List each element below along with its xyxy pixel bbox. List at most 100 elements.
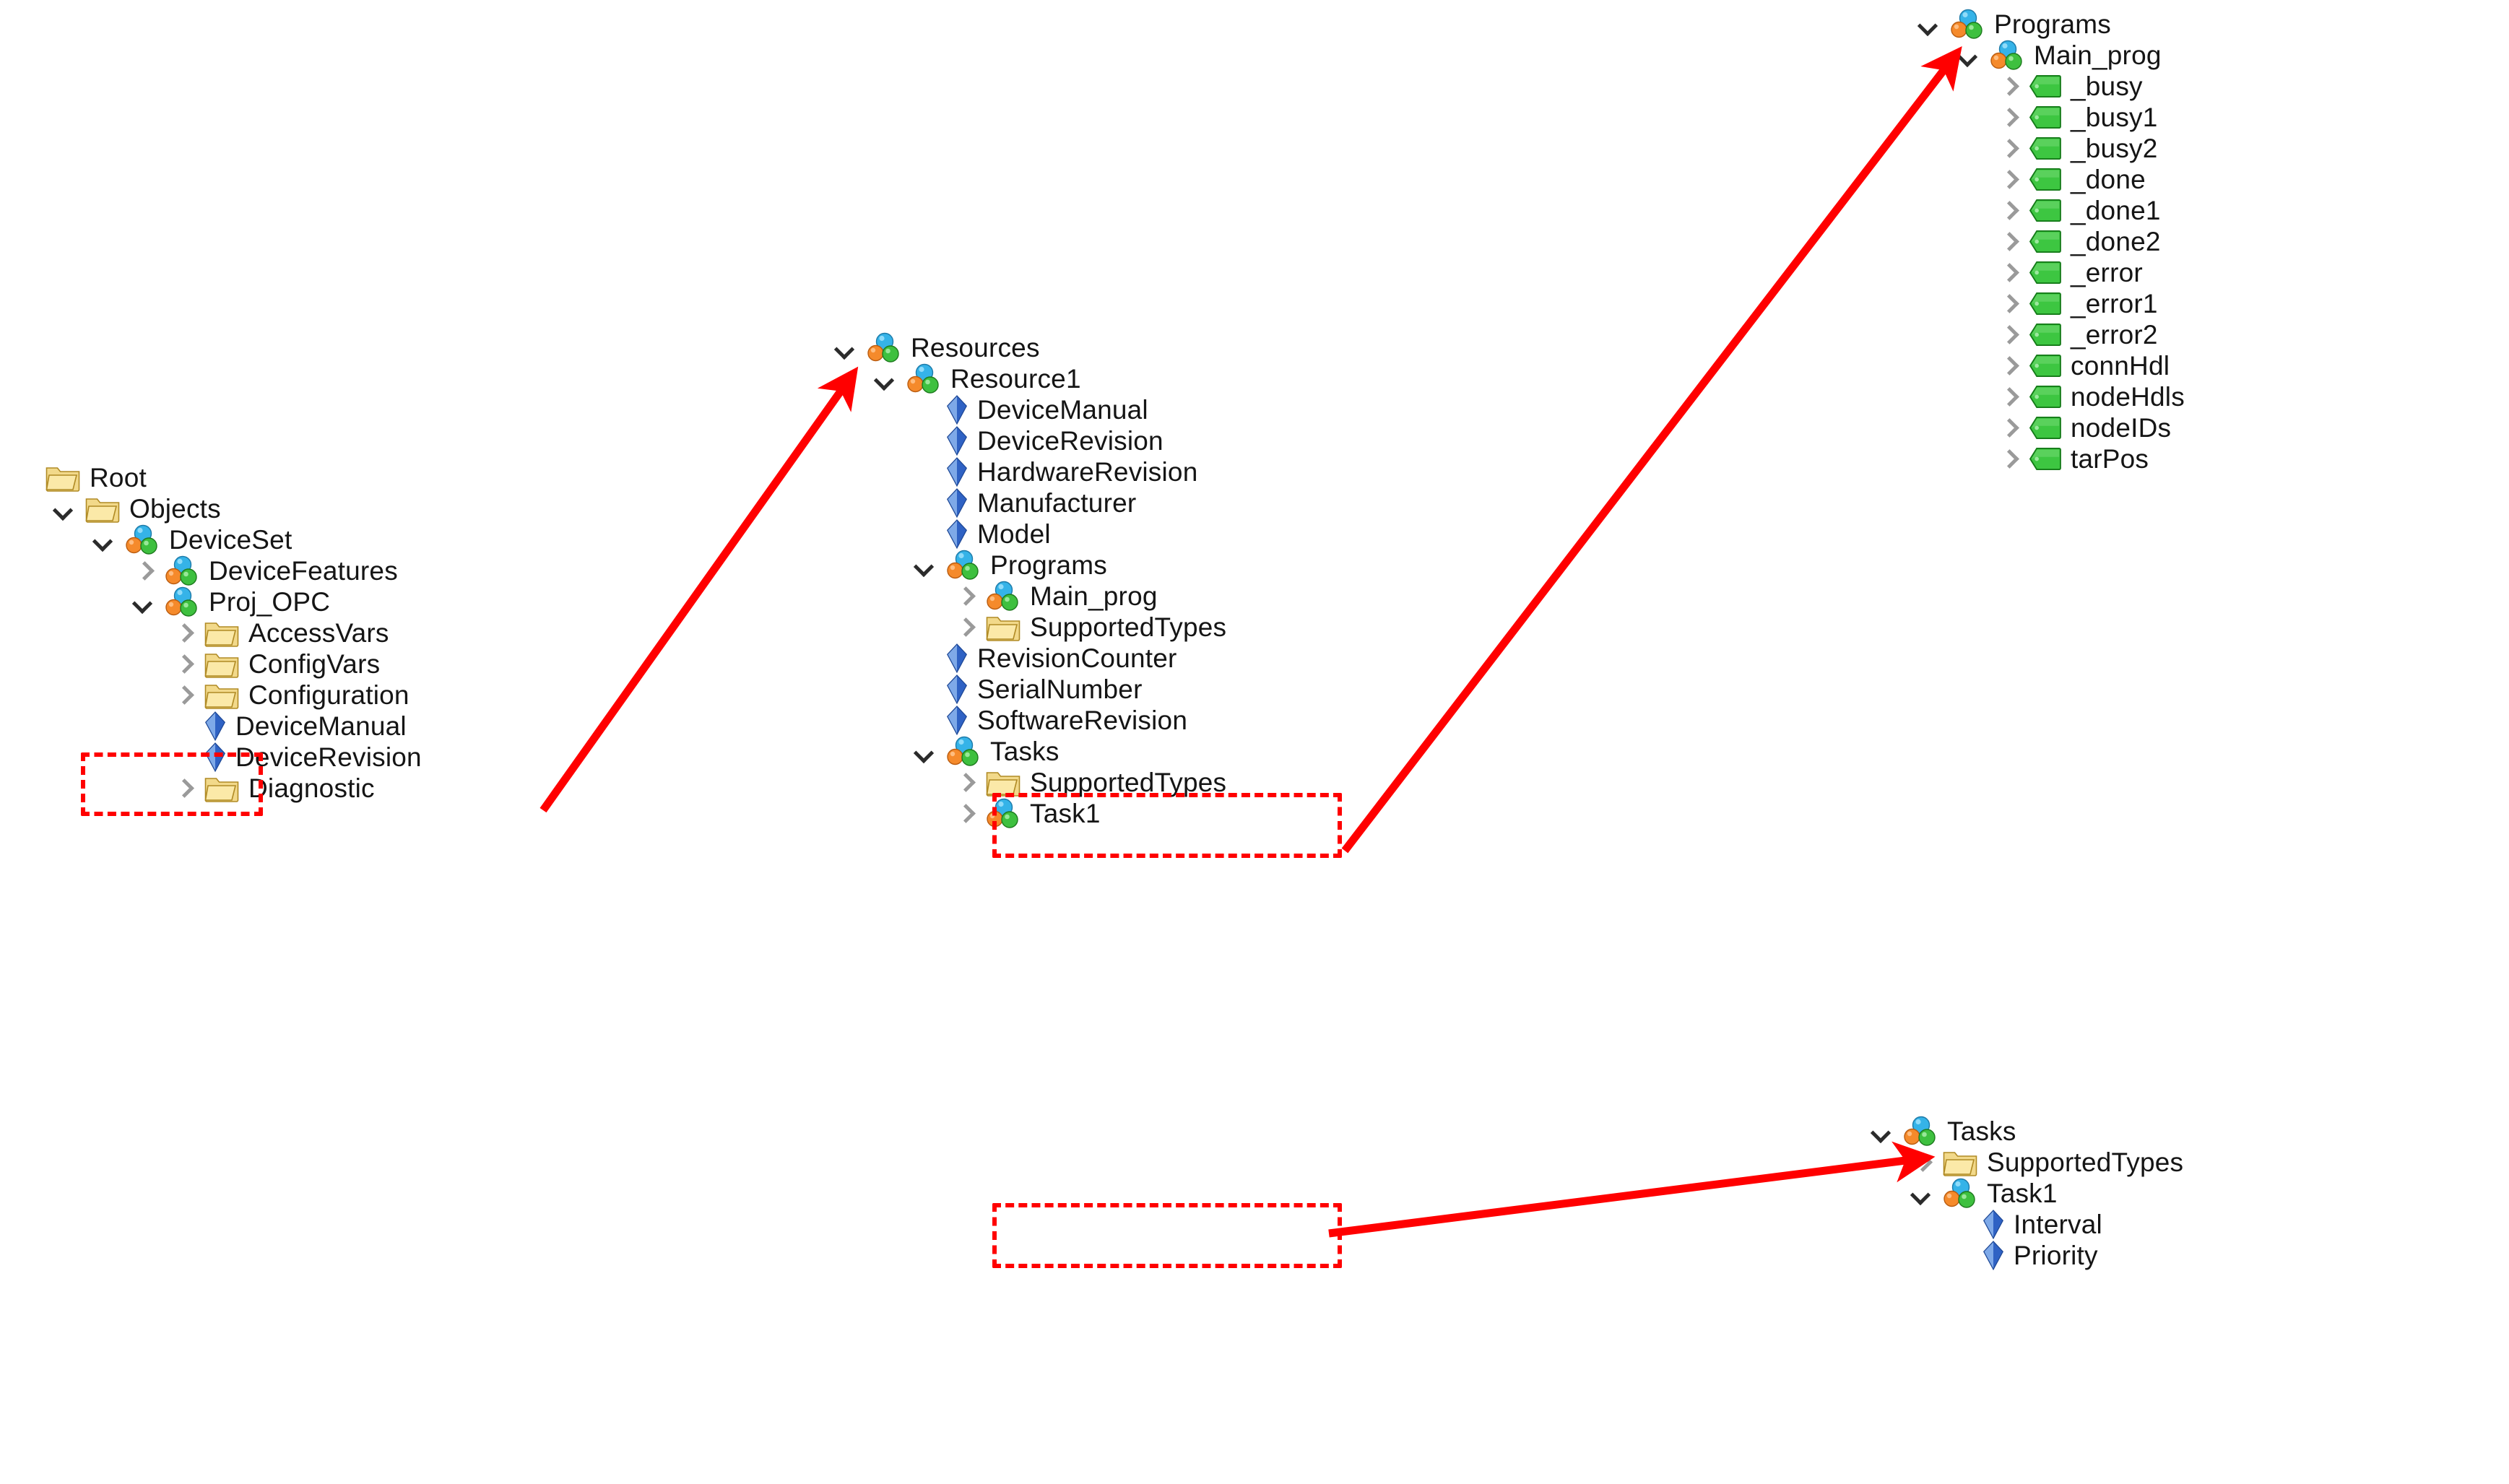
tree-row[interactable]: ConfigVars bbox=[13, 648, 422, 680]
tree-row[interactable]: Programs bbox=[834, 550, 1226, 581]
tree-row[interactable]: nodeHdls bbox=[1918, 381, 2185, 412]
chevron-placeholder bbox=[914, 708, 938, 733]
tree-row-label: DeviceManual bbox=[235, 711, 407, 741]
chevron-down-icon[interactable] bbox=[1910, 1181, 1935, 1206]
chevron-right-icon[interactable] bbox=[1997, 230, 2022, 254]
tree-row[interactable]: Manufacturer bbox=[834, 487, 1226, 518]
chevron-right-icon[interactable] bbox=[132, 559, 157, 583]
tree-row[interactable]: DeviceSet bbox=[13, 524, 422, 555]
tree-row[interactable]: Resources bbox=[834, 332, 1226, 363]
variable-icon bbox=[204, 742, 226, 772]
tree-row[interactable]: Main_prog bbox=[834, 581, 1226, 612]
tree-row[interactable]: AccessVars bbox=[13, 617, 422, 648]
tag-icon bbox=[2029, 448, 2061, 470]
chevron-down-icon[interactable] bbox=[53, 497, 77, 521]
chevron-placeholder bbox=[914, 491, 938, 516]
tree-row[interactable]: SupportedTypes bbox=[1871, 1147, 2183, 1178]
tree-row[interactable]: tarPos bbox=[1918, 443, 2185, 474]
chevron-down-icon[interactable] bbox=[914, 553, 938, 578]
chevron-right-icon[interactable] bbox=[1910, 1150, 1935, 1175]
tree-row[interactable]: Main_prog bbox=[1918, 40, 2185, 71]
chevron-down-icon[interactable] bbox=[914, 739, 938, 764]
chevron-right-icon[interactable] bbox=[1997, 447, 2022, 472]
tree-row[interactable]: Priority bbox=[1871, 1240, 2183, 1271]
chevron-down-icon[interactable] bbox=[834, 336, 859, 360]
chevron-right-icon[interactable] bbox=[172, 621, 196, 646]
tree-row[interactable]: SerialNumber bbox=[834, 674, 1226, 705]
tree-row[interactable]: HardwareRevision bbox=[834, 456, 1226, 487]
tree-row[interactable]: SoftwareRevision bbox=[834, 705, 1226, 736]
tree-row[interactable]: _busy bbox=[1918, 71, 2185, 102]
chevron-right-icon[interactable] bbox=[1997, 136, 2022, 161]
tree-row[interactable]: Task1 bbox=[1871, 1178, 2183, 1209]
tag-icon bbox=[2029, 417, 2061, 439]
chevron-right-icon[interactable] bbox=[1997, 261, 2022, 285]
chevron-right-icon[interactable] bbox=[1997, 74, 2022, 99]
tree-row[interactable]: DeviceRevision bbox=[13, 742, 422, 773]
tree-row-label: _done bbox=[2071, 165, 2146, 194]
tree-row[interactable]: DeviceFeatures bbox=[13, 555, 422, 586]
tree-row[interactable]: _error2 bbox=[1918, 319, 2185, 350]
tree-row[interactable]: _done2 bbox=[1918, 226, 2185, 257]
tree-row[interactable]: Resource1 bbox=[834, 363, 1226, 394]
tree-row[interactable]: nodeIDs bbox=[1918, 412, 2185, 443]
chevron-right-icon[interactable] bbox=[172, 776, 196, 801]
chevron-right-icon[interactable] bbox=[172, 683, 196, 708]
chevron-right-icon[interactable] bbox=[1997, 199, 2022, 223]
tag-icon bbox=[2029, 386, 2061, 408]
tree-row[interactable]: _done bbox=[1918, 164, 2185, 195]
chevron-down-icon[interactable] bbox=[92, 528, 117, 552]
chevron-right-icon[interactable] bbox=[172, 652, 196, 677]
tree-row[interactable]: Tasks bbox=[1871, 1116, 2183, 1147]
tree-row[interactable]: _done1 bbox=[1918, 195, 2185, 226]
object-icon bbox=[986, 798, 1020, 830]
chevron-right-icon[interactable] bbox=[1997, 105, 2022, 130]
chevron-right-icon[interactable] bbox=[1997, 323, 2022, 347]
object-icon bbox=[165, 555, 199, 587]
tree-row[interactable]: Interval bbox=[1871, 1209, 2183, 1240]
tree-row-label: Interval bbox=[2014, 1210, 2102, 1239]
chevron-right-icon[interactable] bbox=[1997, 416, 2022, 441]
tree-row-label: AccessVars bbox=[248, 618, 389, 648]
chevron-down-icon[interactable] bbox=[1918, 12, 1942, 37]
tree-row[interactable]: Model bbox=[834, 518, 1226, 550]
chevron-right-icon[interactable] bbox=[1997, 385, 2022, 409]
tree-row[interactable]: SupportedTypes bbox=[834, 612, 1226, 643]
chevron-down-icon[interactable] bbox=[1957, 43, 1982, 68]
tag-icon bbox=[2029, 292, 2061, 315]
chevron-down-icon[interactable] bbox=[1871, 1119, 1895, 1144]
chevron-right-icon[interactable] bbox=[1997, 292, 2022, 316]
chevron-down-icon[interactable] bbox=[132, 590, 157, 615]
variable-icon bbox=[946, 426, 968, 456]
tree-row[interactable]: Configuration bbox=[13, 680, 422, 711]
tree-row[interactable]: Root bbox=[13, 462, 422, 493]
folder-icon bbox=[46, 464, 80, 493]
tree-row[interactable]: _busy2 bbox=[1918, 133, 2185, 164]
chevron-right-icon[interactable] bbox=[953, 802, 978, 826]
tree-row[interactable]: _error bbox=[1918, 257, 2185, 288]
tree-row-label: Priority bbox=[2014, 1241, 2098, 1270]
chevron-down-icon[interactable] bbox=[874, 367, 898, 391]
chevron-right-icon[interactable] bbox=[953, 771, 978, 795]
tree-row[interactable]: connHdl bbox=[1918, 350, 2185, 381]
tree-row[interactable]: SupportedTypes bbox=[834, 767, 1226, 798]
tree-row[interactable]: DeviceManual bbox=[13, 711, 422, 742]
chevron-right-icon[interactable] bbox=[953, 615, 978, 640]
tree-row[interactable]: DeviceRevision bbox=[834, 425, 1226, 456]
tag-icon bbox=[2029, 261, 2061, 284]
tree-row[interactable]: Proj_OPC bbox=[13, 586, 422, 617]
chevron-right-icon[interactable] bbox=[1997, 168, 2022, 192]
tree-row-label: tarPos bbox=[2071, 444, 2149, 474]
tree-row[interactable]: _error1 bbox=[1918, 288, 2185, 319]
tree-row[interactable]: Tasks bbox=[834, 736, 1226, 767]
tree-row[interactable]: Task1 bbox=[834, 798, 1226, 829]
chevron-right-icon[interactable] bbox=[1997, 354, 2022, 378]
tree-row[interactable]: Objects bbox=[13, 493, 422, 524]
tree-row[interactable]: DeviceManual bbox=[834, 394, 1226, 425]
tree-row[interactable]: Diagnostic bbox=[13, 773, 422, 804]
tree-row[interactable]: Programs bbox=[1918, 9, 2185, 40]
tree-row[interactable]: RevisionCounter bbox=[834, 643, 1226, 674]
chevron-right-icon[interactable] bbox=[953, 584, 978, 609]
folder-icon bbox=[986, 613, 1020, 642]
tree-row[interactable]: _busy1 bbox=[1918, 102, 2185, 133]
